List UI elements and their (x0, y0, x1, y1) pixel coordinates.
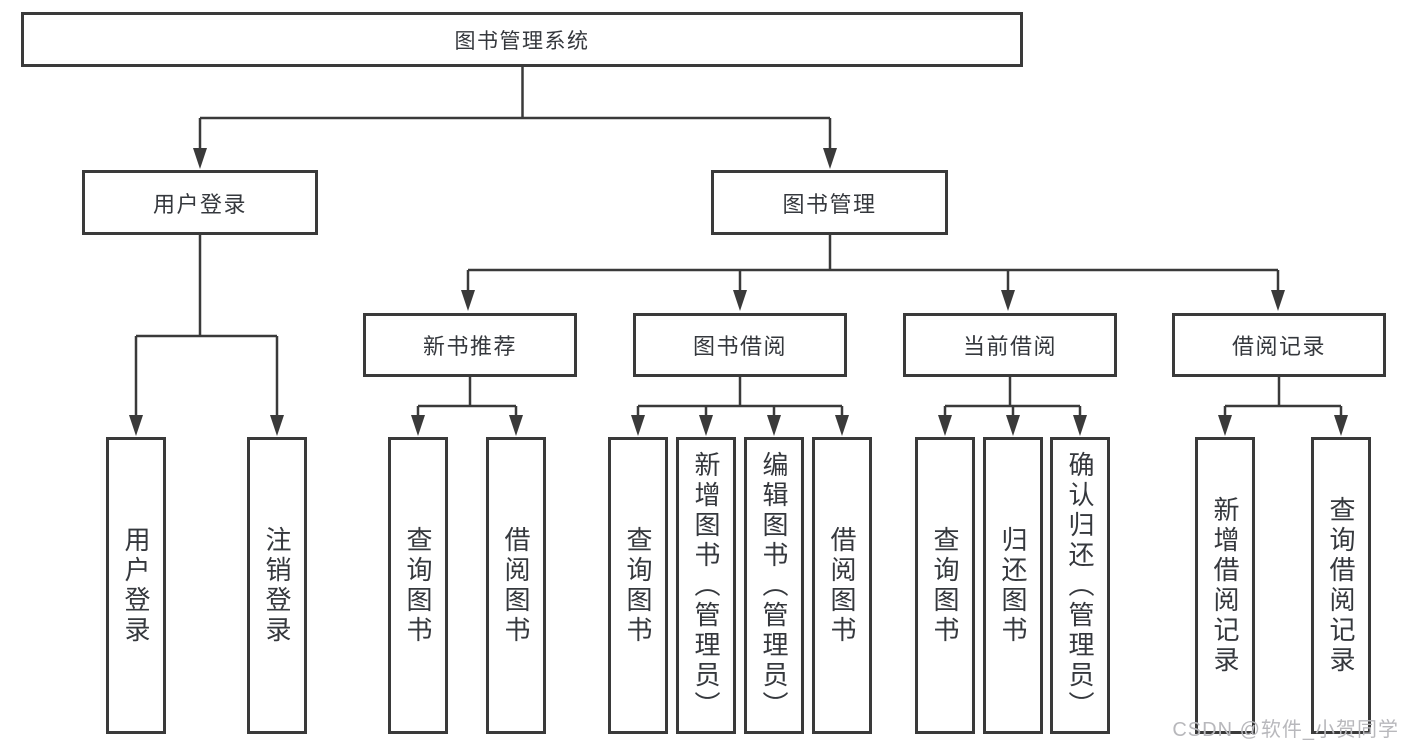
connector-root-to-level1 (193, 67, 837, 169)
node-label: 新书推荐 (422, 334, 517, 359)
node-book-management-system: 图书管理系统 (21, 12, 1023, 67)
connector-borrowing-records-children (1218, 377, 1348, 436)
node-label: 借阅记录 (1231, 334, 1326, 359)
leaf-user-login: 用户登录 (106, 437, 166, 734)
node-label: 图书借阅 (692, 334, 787, 359)
arrowhead (1001, 290, 1015, 311)
leaf-borrow-books-recommend: 借阅图书 (486, 437, 546, 734)
arrowhead (1334, 415, 1348, 436)
node-label: 新增借阅记录 (1210, 495, 1240, 676)
node-borrowing-records: 借阅记录 (1172, 313, 1386, 377)
arrowhead (823, 148, 837, 169)
node-label: 新增图书（管理员） (691, 450, 721, 721)
arrowhead (631, 415, 645, 436)
arrowhead (1006, 415, 1020, 436)
node-label: 用户登录 (121, 525, 151, 646)
node-new-book-recommendation: 新书推荐 (363, 313, 577, 377)
node-label: 查询借阅记录 (1326, 495, 1356, 676)
leaf-query-borrow-record: 查询借阅记录 (1311, 437, 1371, 734)
arrowhead (509, 415, 523, 436)
arrowhead (1073, 415, 1087, 436)
arrowhead (835, 415, 849, 436)
leaf-edit-books-admin: 编辑图书（管理员） (744, 437, 804, 734)
leaf-return-books: 归还图书 (983, 437, 1043, 734)
arrowhead (461, 290, 475, 311)
node-label: 借阅图书 (501, 525, 531, 646)
leaf-confirm-return-admin: 确认归还（管理员） (1050, 437, 1110, 734)
node-label: 查询图书 (930, 525, 960, 646)
arrowhead (270, 415, 284, 436)
arrowhead (129, 415, 143, 436)
arrowhead (767, 415, 781, 436)
leaf-query-books-borrowing: 查询图书 (608, 437, 668, 734)
node-label: 查询图书 (623, 525, 653, 646)
node-label: 查询图书 (403, 525, 433, 646)
arrowhead (193, 148, 207, 169)
leaf-query-books-current: 查询图书 (915, 437, 975, 734)
node-label: 归还图书 (998, 525, 1028, 646)
node-label: 用户登录 (152, 191, 247, 217)
connector-user-login-children (129, 235, 284, 436)
node-label: 图书管理系统 (454, 29, 590, 53)
connector-book-management-children (461, 235, 1285, 311)
arrowhead (733, 290, 747, 311)
csdn-watermark: CSDN @软件_小贺同学 (1172, 719, 1399, 741)
node-user-login: 用户登录 (82, 170, 318, 235)
leaf-borrow-books-borrowing: 借阅图书 (812, 437, 872, 734)
node-book-management: 图书管理 (711, 170, 948, 235)
node-label: 编辑图书（管理员） (759, 450, 789, 721)
node-label: 当前借阅 (962, 334, 1057, 359)
node-label: 借阅图书 (827, 525, 857, 646)
connector-current-borrowing-children (938, 377, 1087, 436)
arrowhead (411, 415, 425, 436)
leaf-query-books-recommend: 查询图书 (388, 437, 448, 734)
connector-new-book-recommendation-children (411, 377, 523, 436)
arrowhead (1218, 415, 1232, 436)
arrowhead (699, 415, 713, 436)
leaf-add-borrow-record: 新增借阅记录 (1195, 437, 1255, 734)
leaf-logout: 注销登录 (247, 437, 307, 734)
node-current-borrowing: 当前借阅 (903, 313, 1117, 377)
connector-book-borrowing-children (631, 377, 849, 436)
arrowhead (938, 415, 952, 436)
leaf-add-books-admin: 新增图书（管理员） (676, 437, 736, 734)
node-label: 注销登录 (262, 525, 292, 646)
arrowhead (1271, 290, 1285, 311)
node-book-borrowing: 图书借阅 (633, 313, 847, 377)
node-label: 确认归还（管理员） (1065, 450, 1095, 721)
node-label: 图书管理 (782, 191, 877, 217)
